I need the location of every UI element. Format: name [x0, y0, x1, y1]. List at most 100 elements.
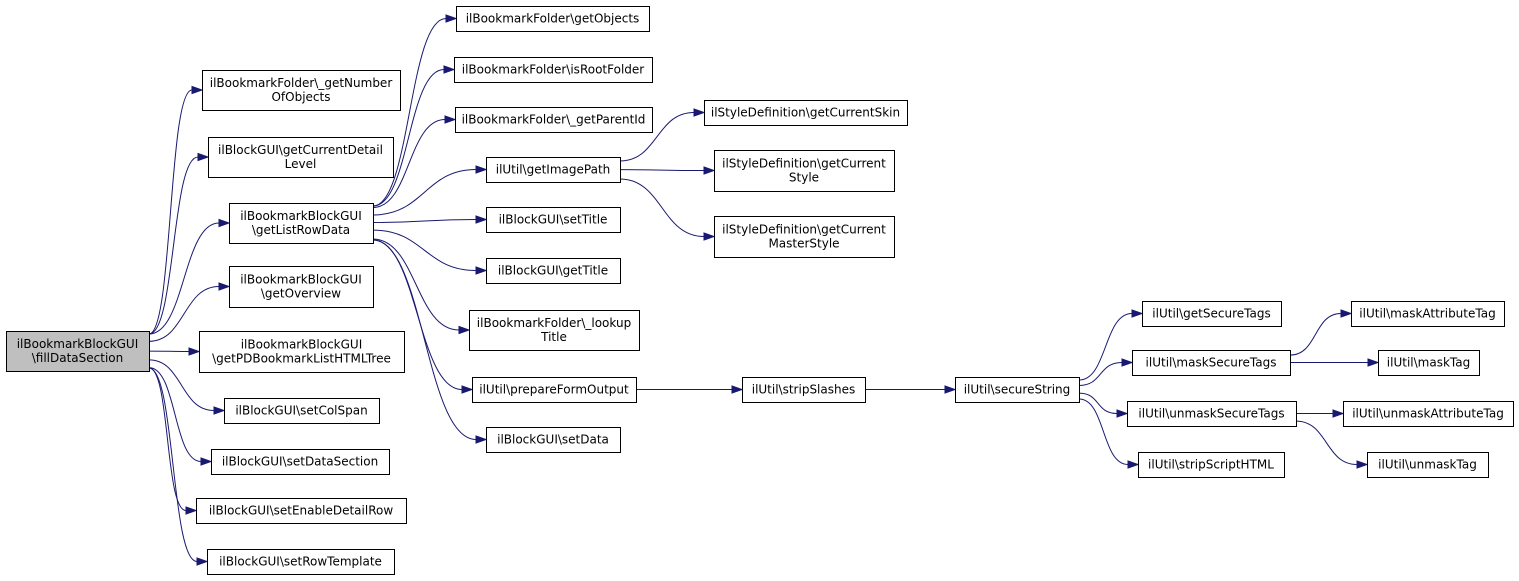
- node-label: ilBookmarkBlockGUI: [240, 273, 362, 287]
- node-box: [704, 100, 908, 126]
- node-box: [955, 377, 1080, 403]
- node-maskTag[interactable]: ilUtil\maskTag: [1378, 350, 1480, 376]
- node-setColSpan[interactable]: ilBlockGUI\setColSpan: [224, 398, 380, 424]
- arrowhead-icon: [461, 385, 474, 394]
- node-box: [455, 107, 653, 133]
- arrowhead-icon: [475, 266, 488, 275]
- edge-getListRowData-to-isRootFolder: [372, 65, 456, 207]
- arrowhead-icon: [1340, 309, 1353, 318]
- edge-line: [1078, 362, 1123, 386]
- node-label: ilUtil\unmaskAttributeTag: [1352, 407, 1504, 421]
- node-unmaskAttributeTag[interactable]: ilUtil\unmaskAttributeTag: [1343, 401, 1514, 427]
- node-label: ilUtil\getImagePath: [496, 163, 611, 177]
- node-setTitle[interactable]: ilBlockGUI\setTitle: [486, 207, 621, 233]
- edge-line: [1295, 420, 1358, 465]
- arrowhead-icon: [188, 347, 201, 356]
- edge-secureString-to-stripScriptHTML: [1078, 398, 1140, 469]
- arrowhead-icon: [196, 557, 209, 566]
- node-label: ilBlockGUI\setDataSection: [222, 455, 378, 469]
- edge-fillDataSection-to-getOverview: [148, 282, 231, 342]
- node-getImagePath[interactable]: ilUtil\getImagePath: [486, 157, 621, 183]
- node-label: ilUtil\stripSlashes: [752, 383, 856, 397]
- arrowhead-icon: [1332, 409, 1345, 418]
- edges: [148, 14, 1380, 566]
- node-label: ilUtil\maskAttributeTag: [1359, 307, 1495, 321]
- node-stripSlashes[interactable]: ilUtil\stripSlashes: [742, 377, 866, 403]
- node-maskSecureTags[interactable]: ilUtil\maskSecureTags: [1132, 350, 1291, 376]
- node-box: [714, 216, 895, 258]
- edge-line: [1078, 313, 1133, 381]
- node-unmaskTag[interactable]: ilUtil\unmaskTag: [1367, 452, 1489, 478]
- node-label: ilBookmarkFolder\_lookup: [477, 316, 631, 330]
- node-getObjects[interactable]: ilBookmarkFolder\getObjects: [456, 6, 650, 32]
- node-label: ilStyleDefinition\getCurrent: [722, 223, 886, 237]
- node-isRootFolder[interactable]: ilBookmarkFolder\isRootFolder: [454, 57, 653, 83]
- edge-line: [148, 359, 215, 411]
- node-getCurrentSkin[interactable]: ilStyleDefinition\getCurrentSkin: [704, 100, 908, 126]
- edge-line: [619, 112, 695, 162]
- node-getOverview[interactable]: ilBookmarkBlockGUI\getOverview: [229, 266, 374, 308]
- node-box: [199, 331, 405, 373]
- node-setRowTemplate[interactable]: ilBlockGUI\setRowTemplate: [207, 549, 395, 575]
- node-label: ilBlockGUI\getTitle: [498, 264, 608, 278]
- node-box: [456, 6, 650, 32]
- node-label: ilBookmarkBlockGUI: [241, 338, 363, 352]
- node-setEnableDetailRow[interactable]: ilBlockGUI\setEnableDetailRow: [196, 498, 407, 524]
- arrowhead-icon: [444, 115, 457, 124]
- node-setDataSection[interactable]: ilBlockGUI\setDataSection: [211, 449, 390, 475]
- node-box: [229, 266, 374, 308]
- node-box: [208, 137, 394, 178]
- node-box: [469, 310, 640, 351]
- node-setData[interactable]: ilBlockGUI\setData: [486, 427, 621, 453]
- node-box: [486, 207, 621, 233]
- node-fillDataSection[interactable]: ilBookmarkBlockGUI\fillDataSection: [6, 331, 150, 372]
- node-label: ilStyleDefinition\getCurrent: [722, 157, 886, 171]
- edge-line: [148, 367, 198, 562]
- node-getTitle[interactable]: ilBlockGUI\getTitle: [486, 258, 621, 284]
- node-maskAttributeTag[interactable]: ilUtil\maskAttributeTag: [1351, 301, 1505, 327]
- arrowhead-icon: [443, 65, 456, 74]
- arrowhead-icon: [1367, 358, 1380, 367]
- edge-fillDataSection-to-getNumberOfObjects: [148, 85, 204, 335]
- node-label: \getOverview: [261, 287, 341, 301]
- edge-getListRowData-to-getImagePath: [372, 165, 488, 216]
- node-box: [486, 258, 621, 284]
- edge-prepareFormOutput-to-stripSlashes: [636, 385, 744, 394]
- node-label: MasterStyle: [768, 237, 839, 251]
- node-prepareFormOutput[interactable]: ilUtil\prepareFormOutput: [472, 377, 637, 403]
- node-getParentId[interactable]: ilBookmarkFolder\_getParentId: [455, 107, 653, 133]
- edge-getImagePath-to-getCurrentStyle: [619, 166, 716, 175]
- node-box: [486, 157, 621, 183]
- node-getListRowData[interactable]: ilBookmarkBlockGUI\getListRowData: [229, 203, 374, 244]
- node-label: ilBookmarkFolder\_getParentId: [462, 113, 646, 127]
- node-secureString[interactable]: ilUtil\secureString: [955, 377, 1080, 403]
- node-label: ilBlockGUI\setData: [497, 433, 609, 447]
- arrowhead-icon: [1356, 460, 1369, 469]
- edge-fillDataSection-to-setDataSection: [148, 367, 213, 466]
- node-box: [472, 377, 637, 403]
- edge-line: [372, 169, 477, 216]
- node-box: [1351, 301, 1505, 327]
- arrowhead-icon: [703, 232, 716, 241]
- node-box: [454, 57, 653, 83]
- node-label: Style: [789, 171, 819, 185]
- arrowhead-icon: [944, 385, 957, 394]
- node-box: [486, 427, 621, 453]
- node-box: [207, 549, 395, 575]
- edge-fillDataSection-to-setRowTemplate: [148, 367, 209, 566]
- node-stripScriptHTML[interactable]: ilUtil\stripScriptHTML: [1138, 452, 1285, 478]
- node-getSecureTags[interactable]: ilUtil\getSecureTags: [1142, 301, 1282, 327]
- edge-maskSecureTags-to-maskAttributeTag: [1289, 309, 1353, 356]
- edge-line: [372, 239, 477, 440]
- node-label: ilStyleDefinition\getCurrentSkin: [711, 106, 900, 120]
- edge-getListRowData-to-getObjects: [372, 14, 458, 207]
- arrowhead-icon: [200, 457, 213, 466]
- node-unmaskSecureTags[interactable]: ilUtil\unmaskSecureTags: [1127, 401, 1297, 427]
- node-getPDBookmarkListHTMLTree[interactable]: ilBookmarkBlockGUI\getPDBookmarkListHTML…: [199, 331, 405, 373]
